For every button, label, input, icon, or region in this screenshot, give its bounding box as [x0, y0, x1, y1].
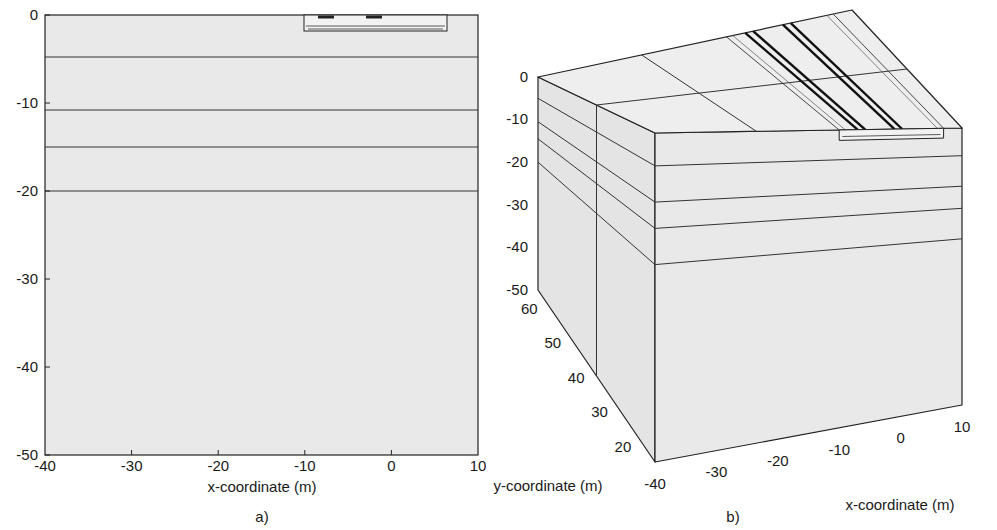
tick-label: -40: [506, 239, 528, 256]
tick-label: -20: [207, 458, 229, 475]
panel-label: b): [726, 509, 739, 526]
tick-label: 60: [521, 301, 538, 318]
panel-label: a): [255, 509, 268, 526]
tick-label: 0: [520, 69, 528, 86]
tick-label: -50: [506, 282, 528, 299]
tick-label: -20: [506, 154, 528, 171]
tick-label: -10: [828, 442, 850, 459]
model-block-3d: [538, 10, 962, 462]
tick-label: -30: [121, 458, 143, 475]
tick-label: -30: [706, 464, 728, 481]
tick-label: -40: [644, 476, 666, 493]
tick-label: 0: [387, 458, 395, 475]
tick-label: 20: [615, 439, 632, 456]
tick-label: 0: [30, 7, 38, 24]
tick-label: -40: [16, 359, 38, 376]
tick-label: -40: [34, 458, 56, 475]
tick-label: -10: [16, 95, 38, 112]
tick-label: -20: [16, 183, 38, 200]
tick-label: -20: [767, 453, 789, 470]
tick-label: 0: [896, 430, 904, 447]
tick-label: 50: [544, 335, 561, 352]
tick-label: 10: [954, 419, 971, 436]
tick-label: -30: [16, 271, 38, 288]
tick-label: 30: [591, 404, 608, 421]
tick-label: 40: [568, 370, 585, 387]
axis-title: x-coordinate (m): [207, 479, 316, 496]
tick-label: -10: [294, 458, 316, 475]
axis-title: x-coordinate (m): [845, 497, 954, 514]
tick-label: 10: [470, 458, 487, 475]
embankment: [304, 15, 447, 31]
tick-label: -10: [506, 111, 528, 128]
axis-title: y-coordinate (m): [493, 478, 602, 495]
tick-label: -30: [506, 197, 528, 214]
